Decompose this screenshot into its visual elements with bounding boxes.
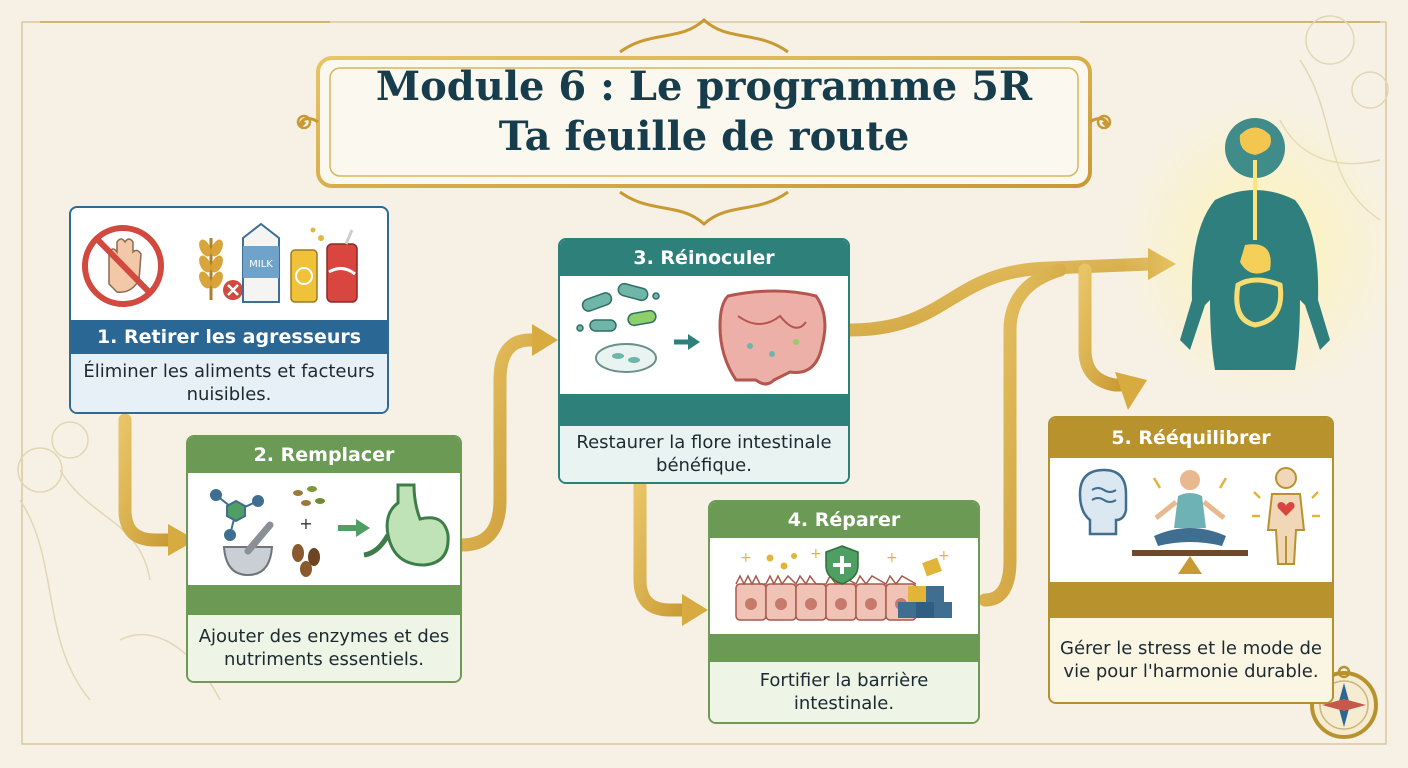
milk-carton-icon: MILK <box>242 222 280 303</box>
intestine-icon <box>718 289 827 386</box>
svg-text:+: + <box>299 514 312 533</box>
head-icon <box>1078 468 1128 536</box>
step-3-card: 3. Réinoculer Restaurer la flore intesti… <box>558 238 850 484</box>
step-3-band <box>560 394 848 426</box>
step-1-illustration: MILK <box>82 222 358 307</box>
intestinal-cells-icon <box>735 574 917 621</box>
svg-text:MILK: MILK <box>249 259 273 270</box>
step-2-card: 2. Remplacer + <box>186 435 462 683</box>
title-line-2: Ta feuille de route <box>498 113 910 160</box>
shield-plus-icon <box>825 545 859 585</box>
mortar-icon <box>222 521 274 577</box>
svg-text:+: + <box>740 550 752 566</box>
step-2-title: 2. Remplacer <box>188 437 460 473</box>
seeds-icon: + <box>292 486 325 577</box>
step-4-band <box>710 634 978 662</box>
arrow-heads <box>168 248 1176 626</box>
arrow-right-icon <box>338 519 370 537</box>
step-1-card: MILK 1. Retirer les agresseurs Éliminer … <box>69 206 389 414</box>
step-4-description: Fortifier la barrière intestinale. <box>710 662 978 722</box>
building-blocks-icon <box>898 557 952 618</box>
molecule-icon <box>210 489 264 541</box>
title-frame <box>296 17 1112 227</box>
step-5-illustration <box>1078 467 1320 574</box>
sparkles-icon: + + + + <box>740 546 950 570</box>
person-heart-icon <box>1252 467 1320 565</box>
svg-text:+: + <box>810 546 822 562</box>
soda-can-icon <box>290 227 358 303</box>
step-3-title: 3. Réinoculer <box>560 240 848 276</box>
title-line-1: Module 6 : Le programme 5R <box>375 63 1033 110</box>
arrow-right-icon <box>674 334 700 350</box>
step-3-description: Restaurer la flore intestinale bénéfique… <box>560 426 848 482</box>
step-5-description: Gérer le stress et le mode de vie pour l… <box>1050 618 1332 702</box>
stomach-icon <box>363 483 450 567</box>
page-title: Module 6 : Le programme 5R Ta feuille de… <box>300 62 1108 162</box>
step-5-title: 5. Rééquilibrer <box>1050 418 1332 458</box>
step-1-title: 1. Retirer les agresseurs <box>71 320 387 354</box>
step-4-title: 4. Réparer <box>710 502 978 538</box>
step-2-description: Ajouter des enzymes et des nutriments es… <box>188 615 460 681</box>
step-3-illustration <box>576 282 827 386</box>
flow-arrows <box>118 257 1157 617</box>
forbidden-mark-icon <box>223 280 243 300</box>
wheat-icon <box>199 238 223 300</box>
petri-dish-icon <box>595 343 657 373</box>
step-5-band <box>1050 582 1332 618</box>
stop-hand-icon <box>82 225 164 307</box>
step-2-illustration: + <box>210 483 450 577</box>
svg-text:+: + <box>886 550 898 566</box>
step-4-card: 4. Réparer + + + + <box>708 500 980 724</box>
meditation-icon <box>1132 470 1248 574</box>
svg-text:+: + <box>938 548 950 564</box>
step-1-description: Éliminer les aliments et facteurs nuisib… <box>71 354 387 412</box>
bacteria-icon <box>576 282 660 332</box>
step-5-card: 5. Rééquilibrer Gérer <box>1048 416 1334 704</box>
step-2-band <box>188 585 460 615</box>
step-4-illustration: + + + + <box>735 545 952 621</box>
human-body-icon <box>1122 100 1402 400</box>
